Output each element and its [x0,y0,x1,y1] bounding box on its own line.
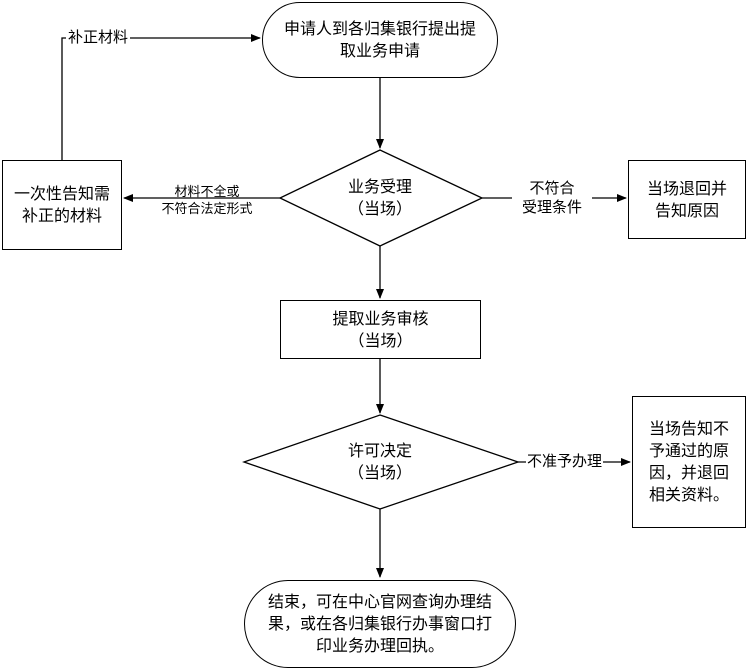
deny-text-line-2: 予通过的原 [648,441,729,460]
label-not-meet-line-2: 受理条件 [521,198,582,216]
reject-text-line-2: 告知原因 [654,200,719,220]
reject-text-line-1: 当场退回并 [646,178,727,198]
label-not-approved: 不准予办理 [526,452,604,471]
supplement-text-line-2: 补正的材料 [21,206,102,225]
end-node: 结束，可在中心官网查询办理结 果，或在各归集银行办事窗口打 印业务办理回执。 [244,580,516,668]
accept-text-line-2: （当场） [347,199,412,218]
accept-node-label: 业务受理 （当场） [310,172,450,224]
arrow-supplement-to-start [61,34,261,160]
deny-text-line-1: 当场告知不 [648,419,729,438]
reject-node: 当场退回并 告知原因 [628,160,746,239]
accept-text-line-1: 业务受理 [347,177,412,196]
end-text-line-1: 结束，可在中心官网查询办理结 [267,592,492,611]
label-not-meet: 不符合 受理条件 [512,179,592,217]
supplement-text-line-1: 一次性告知需 [13,184,110,203]
label-not-meet-line-1: 不符合 [529,179,575,197]
start-node: 申请人到各归集银行提出提 取业务申请 [262,2,498,78]
start-text-line-1: 申请人到各归集银行提出提 [283,19,476,38]
label-incomplete-line-2: 不符合法定形式 [161,202,253,217]
label-incomplete-line-1: 材料不全或 [174,185,240,200]
decision-node-label: 许可决定 （当场） [300,436,460,488]
end-text-line-2: 果，或在各归集银行办事窗口打 [267,614,492,633]
label-incomplete: 材料不全或 不符合法定形式 [142,184,272,218]
decision-text-line-2: （当场） [347,463,412,482]
deny-text-line-3: 因，并退回 [648,463,729,482]
review-node: 提取业务审核 （当场） [280,300,481,359]
deny-node: 当场告知不 予通过的原 因，并退回 相关资料。 [632,396,746,528]
review-text-line-2: （当场） [348,330,413,350]
start-text-line-2: 取业务申请 [339,41,420,60]
review-text-line-1: 提取业务审核 [332,308,429,328]
deny-text-line-4: 相关资料。 [648,485,729,504]
supplement-node: 一次性告知需 补正的材料 [2,160,122,250]
end-text-line-3: 印业务办理回执。 [315,636,444,655]
label-supplement-materials: 补正材料 [66,28,131,47]
decision-text-line-1: 许可决定 [347,441,412,460]
